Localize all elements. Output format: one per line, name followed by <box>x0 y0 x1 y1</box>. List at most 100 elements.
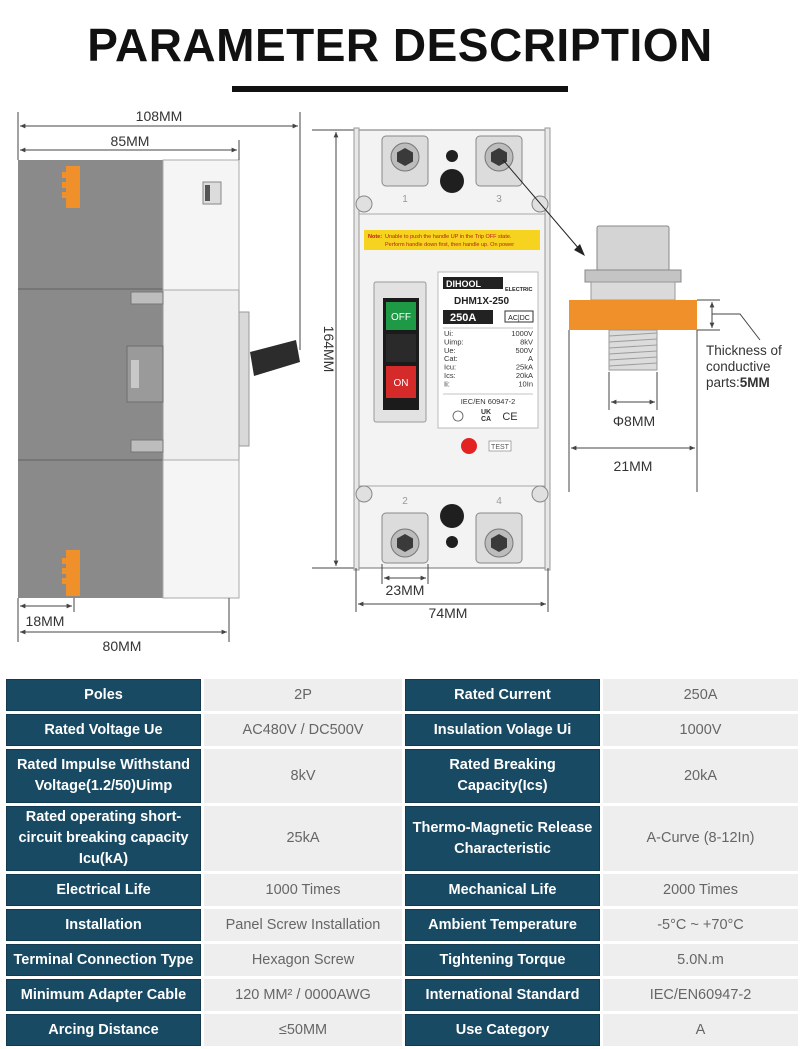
plate-spec-key: Uimp: <box>444 337 464 346</box>
spec-label-cell: International Standard <box>405 979 600 1011</box>
spec-value-cell: 8kV <box>204 749 402 803</box>
svg-text:2: 2 <box>402 496 408 507</box>
terminal-detail <box>569 225 697 371</box>
spec-label-cell: Minimum Adapter Cable <box>6 979 201 1011</box>
spec-value-cell: 25kA <box>204 806 402 871</box>
plate-spec-key: Ui: <box>444 329 453 338</box>
spec-value-cell: A-Curve (8-12In) <box>603 806 798 871</box>
spec-label-cell: Thermo-Magnetic Release Characteristic <box>405 806 600 871</box>
technical-drawing: 108MM 85MM 18MM 80MM 164MM 1 3 <box>17 108 782 654</box>
plate-spec-lines: Ui: 1000V Uimp: 8kV Ue: 500V Cat: A Icu: 25kA Ics:… <box>444 329 533 388</box>
svg-text:4: 4 <box>496 496 502 507</box>
table-row: Rated Impulse Withstand Voltage(1.2/50)U… <box>6 749 798 803</box>
dim-phi8: Φ8MM <box>613 413 655 429</box>
spec-label-cell: Poles <box>6 679 201 711</box>
spec-label-cell: Rated Current <box>405 679 600 711</box>
dim-80: 80MM <box>103 638 142 654</box>
spec-label-cell: Arcing Distance <box>6 1014 201 1046</box>
note-bar <box>364 230 540 250</box>
side-terminal-top <box>62 166 80 208</box>
plate-spec-key: Ii: <box>444 379 450 388</box>
svg-text:conductive: conductive <box>706 359 771 374</box>
plate-spec-key: Ue: <box>444 346 456 355</box>
dim-23: 23MM <box>386 582 425 598</box>
spec-value-cell: AC480V / DC500V <box>204 714 402 746</box>
plate-spec-key: Icu: <box>444 363 456 372</box>
spec-value-cell: 1000 Times <box>204 874 402 906</box>
spec-label-cell: Rated operating short-circuit breaking c… <box>6 806 201 871</box>
dim-18: 18MM <box>26 613 65 629</box>
dim-85: 85MM <box>111 133 150 149</box>
conductive-part <box>569 300 697 330</box>
svg-text:IEC/EN 60947-2: IEC/EN 60947-2 <box>461 397 516 406</box>
spec-label-cell: Tightening Torque <box>405 944 600 976</box>
svg-text:CE: CE <box>502 411 517 423</box>
spec-label-cell: Rated Impulse Withstand Voltage(1.2/50)U… <box>6 749 201 803</box>
plate-spec-value: 10In <box>518 379 533 388</box>
side-view <box>18 159 300 599</box>
dim-164: 164MM <box>321 326 337 373</box>
plate-spec-key: Cat: <box>444 354 458 363</box>
spec-value-cell: 2P <box>204 679 402 711</box>
spec-value-cell: 1000V <box>603 714 798 746</box>
svg-text:TEST: TEST <box>491 444 510 451</box>
spec-value-cell: IEC/EN60947-2 <box>603 979 798 1011</box>
svg-text:Thickness of: Thickness of <box>706 343 782 358</box>
svg-text:Note:: Note: <box>368 234 382 240</box>
svg-text:3: 3 <box>496 194 502 205</box>
svg-text:CA: CA <box>481 416 491 423</box>
spec-value-cell: ≤50MM <box>204 1014 402 1046</box>
svg-text:Perform handle down first, the: Perform handle down first, then handle u… <box>385 242 514 248</box>
brand-logo: DIHOOL <box>446 279 482 289</box>
svg-text:AC|DC: AC|DC <box>508 315 530 322</box>
test-button <box>461 438 477 454</box>
plate-spec-value: 1000V <box>511 329 533 338</box>
spec-value-cell: 250A <box>603 679 798 711</box>
spec-value-cell: A <box>603 1014 798 1046</box>
dim-21: 21MM <box>614 458 653 474</box>
spec-value-cell: 2000 Times <box>603 874 798 906</box>
spec-label-cell: Use Category <box>405 1014 600 1046</box>
spec-label-cell: Terminal Connection Type <box>6 944 201 976</box>
spec-label-cell: Mechanical Life <box>405 874 600 906</box>
svg-text:parts:5MM: parts:5MM <box>706 375 770 390</box>
plate-spec-value: 20kA <box>516 371 533 380</box>
svg-text:DHM1X-250: DHM1X-250 <box>454 296 509 307</box>
spec-label-cell: Insulation Volage Ui <box>405 714 600 746</box>
plate-spec-value: 500V <box>515 346 533 355</box>
spec-value-cell: Panel Screw Installation <box>204 909 402 941</box>
off-indicator <box>386 302 416 330</box>
plate-spec-value: 25kA <box>516 363 533 372</box>
spec-label-cell: Installation <box>6 909 201 941</box>
plate-spec-key: Ics: <box>444 371 456 380</box>
spec-label-cell: Rated Breaking Capacity(Ics) <box>405 749 600 803</box>
on-indicator <box>386 366 416 398</box>
svg-text:UK: UK <box>481 409 491 416</box>
svg-text:Unable to push the handle UP i: Unable to push the handle UP in the Trip… <box>385 234 512 240</box>
svg-text:OFF: OFF <box>391 312 411 323</box>
plate-spec-value: 8kV <box>520 337 533 346</box>
spec-label-cell: Electrical Life <box>6 874 201 906</box>
svg-text:250A: 250A <box>450 312 476 324</box>
svg-text:ELECTRIC: ELECTRIC <box>505 287 533 293</box>
svg-text:1: 1 <box>402 194 408 205</box>
spec-label-cell: Ambient Temperature <box>405 909 600 941</box>
side-terminal-bottom <box>62 550 80 596</box>
front-view: 164MM 1 3 2 4 Note: Unable <box>312 127 551 621</box>
dim-74: 74MM <box>429 605 468 621</box>
plate-spec-value: A <box>528 354 533 363</box>
spec-value-cell: 120 MM² / 0000AWG <box>204 979 402 1011</box>
svg-text:ON: ON <box>394 378 409 389</box>
dim-108: 108MM <box>136 108 183 124</box>
spec-label-cell: Rated Voltage Ue <box>6 714 201 746</box>
spec-value-cell: 5.0N.m <box>603 944 798 976</box>
side-handle <box>250 340 300 376</box>
